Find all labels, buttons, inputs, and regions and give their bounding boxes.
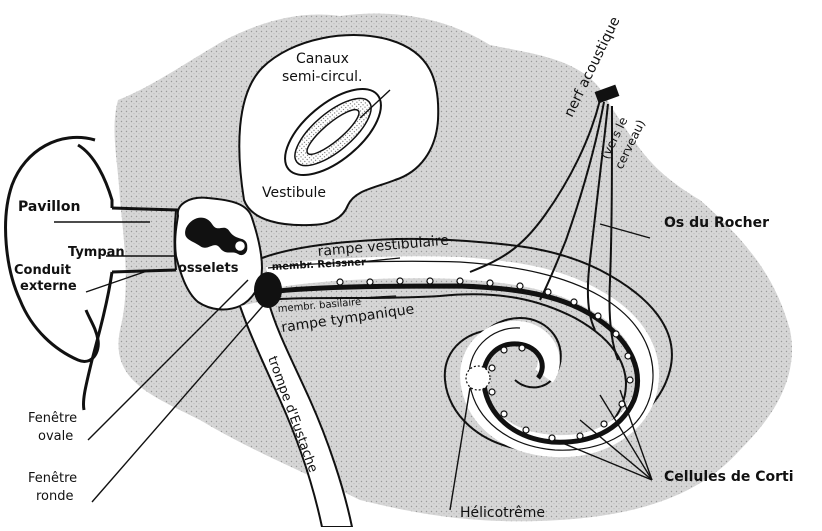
label-os-du-rocher: Os du Rocher	[664, 216, 769, 231]
label-osselets: osselets	[178, 262, 238, 276]
label-cellules-de-corti: Cellules de Corti	[664, 470, 794, 485]
label-conduit-2: externe	[20, 280, 77, 294]
label-fenetre-ovale-2: ovale	[38, 430, 73, 444]
helicotreme-center	[466, 366, 490, 390]
label-pavillon: Pavillon	[18, 200, 80, 215]
label-fenetre-ronde-1: Fenêtre	[28, 472, 77, 486]
canal-lower-flare	[83, 272, 112, 410]
label-fenetre-ronde-2: ronde	[36, 490, 74, 504]
canal-top	[112, 208, 178, 210]
label-fenetre-ovale-1: Fenêtre	[28, 412, 77, 426]
label-canaux-2: semi-circul.	[282, 70, 362, 85]
label-vestibule: Vestibule	[262, 186, 326, 201]
ossicle-stapes	[234, 240, 246, 252]
label-tympan: Tympan	[68, 246, 125, 260]
label-canaux-1: Canaux	[296, 52, 349, 67]
label-helicotreme: Hélicotrême	[460, 506, 545, 521]
window-blob	[254, 272, 282, 308]
label-conduit-1: Conduit	[14, 264, 71, 278]
pavillon-inner	[78, 145, 112, 208]
